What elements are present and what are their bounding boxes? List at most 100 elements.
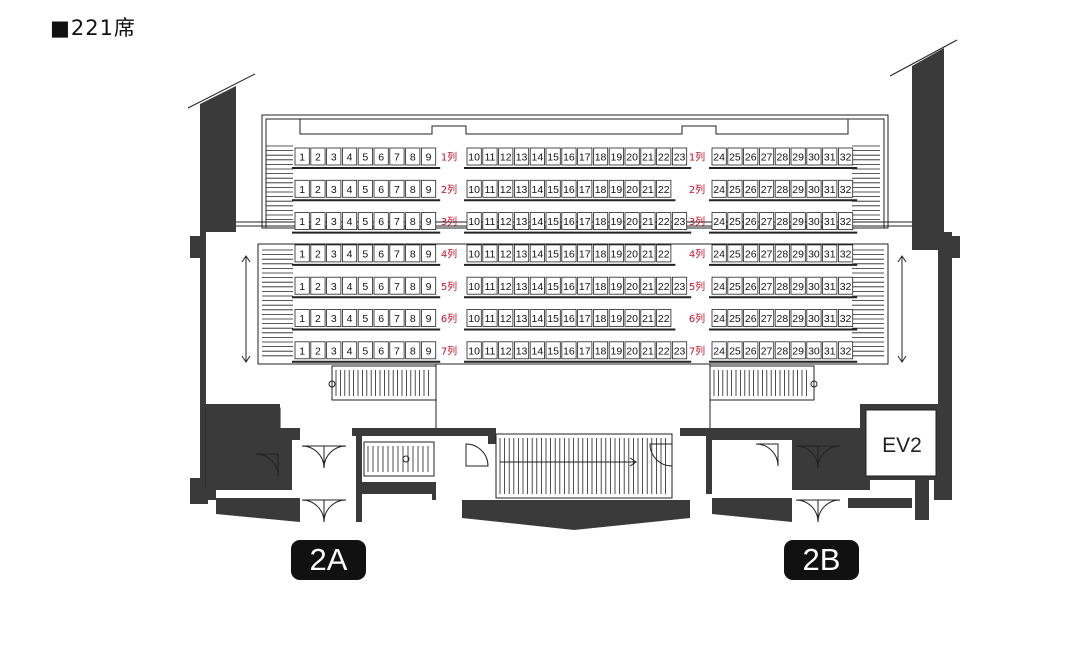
seat-6-18[interactable]: 18 — [593, 309, 609, 327]
seat-3-30[interactable]: 30 — [806, 212, 822, 231]
seat-7-24[interactable]: 24 — [711, 341, 727, 360]
seat-1-13[interactable]: 13 — [514, 147, 530, 166]
seat-3-4[interactable]: 4 — [341, 212, 358, 231]
seat-3-17[interactable]: 17 — [577, 212, 593, 231]
seat-1-7[interactable]: 7 — [389, 147, 405, 166]
seat-4-19[interactable]: 19 — [608, 244, 624, 263]
seat-7-17[interactable]: 17 — [577, 341, 593, 360]
seat-7-12[interactable]: 12 — [498, 341, 514, 360]
seat-4-3[interactable]: 3 — [326, 244, 342, 263]
seat-4-1[interactable]: 1 — [294, 244, 310, 263]
seat-7-10[interactable]: 10 — [466, 341, 482, 360]
seat-2-14[interactable]: 14 — [529, 179, 545, 198]
seat-4-6[interactable]: 6 — [373, 244, 389, 263]
seat-5-27[interactable]: 27 — [759, 276, 775, 295]
seat-1-26[interactable]: 26 — [743, 147, 759, 166]
seat-1-22[interactable]: 22 — [656, 147, 672, 166]
seat-2-19[interactable]: 19 — [608, 179, 624, 198]
seat-5-13[interactable]: 13 — [514, 276, 530, 295]
seat-1-32[interactable]: 32 — [838, 147, 854, 166]
seat-3-8[interactable]: 8 — [405, 212, 421, 231]
seat-5-26[interactable]: 26 — [743, 276, 759, 295]
seat-3-22[interactable]: 22 — [656, 212, 672, 231]
seat-1-10[interactable]: 10 — [466, 147, 482, 166]
seat-3-20[interactable]: 20 — [624, 212, 640, 231]
seat-7-4[interactable]: 4 — [341, 341, 358, 360]
seat-2-12[interactable]: 12 — [498, 179, 514, 198]
seat-6-3[interactable]: 3 — [326, 309, 342, 327]
seat-3-21[interactable]: 21 — [640, 212, 656, 231]
seat-3-13[interactable]: 13 — [514, 212, 530, 231]
seat-4-11[interactable]: 11 — [482, 244, 498, 263]
seat-1-5[interactable]: 5 — [357, 147, 373, 166]
seat-2-21[interactable]: 21 — [640, 179, 656, 198]
seat-7-8[interactable]: 8 — [405, 341, 421, 360]
seat-3-2[interactable]: 2 — [310, 212, 326, 231]
seat-2-11[interactable]: 11 — [482, 179, 498, 198]
seat-4-4[interactable]: 4 — [341, 244, 358, 263]
seat-3-26[interactable]: 26 — [743, 212, 759, 231]
seat-3-12[interactable]: 12 — [498, 212, 514, 231]
seat-4-13[interactable]: 13 — [514, 244, 530, 263]
seat-5-24[interactable]: 24 — [711, 276, 727, 295]
seat-7-18[interactable]: 18 — [593, 341, 609, 360]
seat-7-14[interactable]: 14 — [529, 341, 545, 360]
seat-5-1[interactable]: 1 — [294, 276, 310, 295]
seat-5-32[interactable]: 32 — [838, 276, 854, 295]
seat-4-14[interactable]: 14 — [529, 244, 545, 263]
seat-2-2[interactable]: 2 — [310, 179, 326, 198]
seat-3-31[interactable]: 31 — [822, 212, 838, 231]
seat-5-29[interactable]: 29 — [790, 276, 806, 295]
seat-1-9[interactable]: 9 — [420, 147, 437, 166]
seat-5-4[interactable]: 4 — [341, 276, 358, 295]
seat-6-24[interactable]: 24 — [711, 309, 727, 327]
seat-2-28[interactable]: 28 — [774, 179, 790, 198]
seat-6-29[interactable]: 29 — [790, 309, 806, 327]
seat-6-17[interactable]: 17 — [577, 309, 593, 327]
seat-7-31[interactable]: 31 — [822, 341, 838, 360]
seat-4-9[interactable]: 9 — [420, 244, 437, 263]
seat-7-3[interactable]: 3 — [326, 341, 342, 360]
seat-7-28[interactable]: 28 — [774, 341, 790, 360]
seat-6-4[interactable]: 4 — [341, 309, 358, 327]
seat-1-15[interactable]: 15 — [545, 147, 561, 166]
seat-5-14[interactable]: 14 — [529, 276, 545, 295]
seat-7-20[interactable]: 20 — [624, 341, 640, 360]
seat-7-26[interactable]: 26 — [743, 341, 759, 360]
seat-3-6[interactable]: 6 — [373, 212, 389, 231]
seat-2-27[interactable]: 27 — [759, 179, 775, 198]
seat-7-29[interactable]: 29 — [790, 341, 806, 360]
seat-6-21[interactable]: 21 — [640, 309, 656, 327]
seat-1-19[interactable]: 19 — [608, 147, 624, 166]
seat-4-2[interactable]: 2 — [310, 244, 326, 263]
seat-3-23[interactable]: 23 — [672, 212, 688, 231]
seat-1-18[interactable]: 18 — [593, 147, 609, 166]
seat-1-20[interactable]: 20 — [624, 147, 640, 166]
seat-4-24[interactable]: 24 — [711, 244, 727, 263]
seat-1-23[interactable]: 23 — [672, 147, 688, 166]
seat-3-11[interactable]: 11 — [482, 212, 498, 231]
seat-5-17[interactable]: 17 — [577, 276, 593, 295]
seat-6-2[interactable]: 2 — [310, 309, 326, 327]
seat-1-28[interactable]: 28 — [774, 147, 790, 166]
seat-1-31[interactable]: 31 — [822, 147, 838, 166]
seat-4-27[interactable]: 27 — [759, 244, 775, 263]
seat-3-3[interactable]: 3 — [326, 212, 342, 231]
seat-4-30[interactable]: 30 — [806, 244, 822, 263]
seat-5-7[interactable]: 7 — [389, 276, 405, 295]
seat-3-18[interactable]: 18 — [593, 212, 609, 231]
seat-3-32[interactable]: 32 — [838, 212, 854, 231]
seat-3-19[interactable]: 19 — [608, 212, 624, 231]
seat-6-1[interactable]: 1 — [294, 309, 310, 327]
seat-7-22[interactable]: 22 — [656, 341, 672, 360]
seat-6-5[interactable]: 5 — [357, 309, 373, 327]
seat-2-13[interactable]: 13 — [514, 179, 530, 198]
seat-6-28[interactable]: 28 — [774, 309, 790, 327]
seat-2-17[interactable]: 17 — [577, 179, 593, 198]
seat-7-11[interactable]: 11 — [482, 341, 498, 360]
seat-4-32[interactable]: 32 — [838, 244, 854, 263]
seat-2-3[interactable]: 3 — [326, 179, 342, 198]
seat-6-26[interactable]: 26 — [743, 309, 759, 327]
seat-2-4[interactable]: 4 — [341, 179, 358, 198]
seat-4-17[interactable]: 17 — [577, 244, 593, 263]
